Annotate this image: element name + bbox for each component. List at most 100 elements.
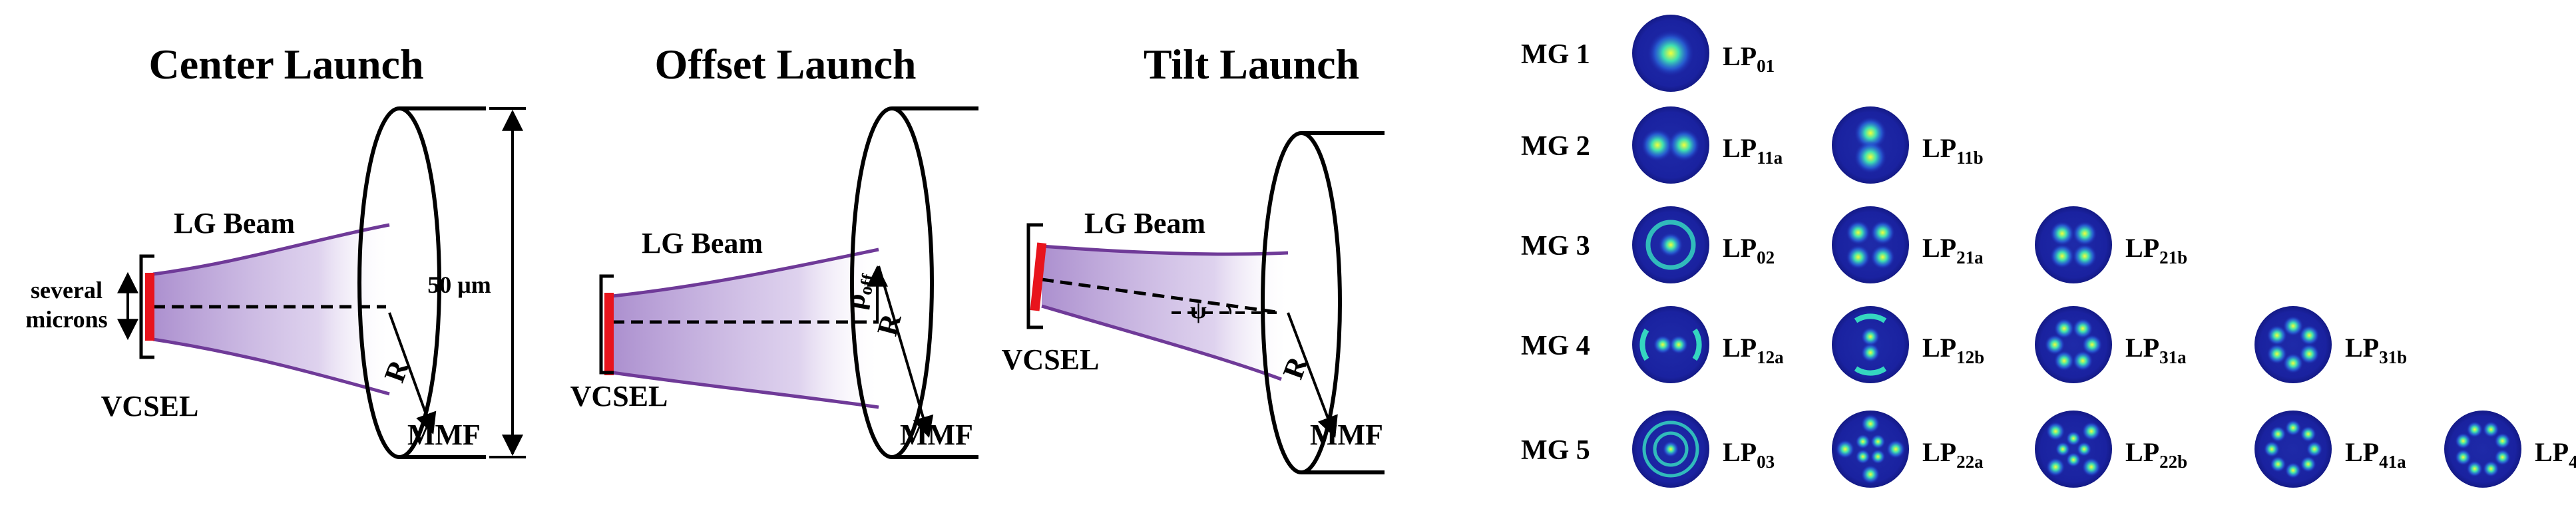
intensity-arc — [1639, 328, 1649, 361]
intensity-lobe — [1870, 245, 1895, 269]
mode-profile: LP22a — [1832, 411, 1984, 488]
mode-label: LP41a — [2345, 437, 2406, 472]
mode-label: LP12a — [1723, 333, 1784, 367]
intensity-arc — [1692, 328, 1702, 361]
intensity-lobe — [2299, 344, 2320, 364]
intensity-lobe — [1855, 449, 1870, 464]
vcsel-bracket — [139, 254, 154, 359]
intensity-lobe — [2483, 460, 2499, 477]
mmf-label: MMF — [900, 419, 973, 451]
mode-group-label: MG 3 — [1521, 231, 1590, 261]
intensity-lobe — [1861, 465, 1880, 484]
mmf-label: MMF — [407, 419, 481, 451]
beam-label: LG Beam — [174, 207, 295, 240]
mode-disk — [1832, 411, 1909, 488]
intensity-lobe — [2054, 351, 2074, 371]
mode-group-label: MG 4 — [1521, 331, 1590, 361]
beam-edge-bottom — [1041, 304, 1282, 381]
intensity-lobe — [2270, 426, 2286, 442]
mode-profile: LP41b — [2444, 411, 2576, 488]
mode-profile: LP21b — [2035, 206, 2187, 283]
mode-label: LP21b — [2125, 233, 2187, 267]
mode-label: LP01 — [1723, 41, 1775, 76]
intensity-lobe — [2285, 462, 2301, 478]
intensity-arc — [1854, 313, 1887, 323]
mode-disk — [1832, 206, 1909, 283]
beam-edge-bottom — [152, 337, 390, 396]
mode-label: LP12b — [1922, 333, 1984, 367]
mode-disk — [2035, 306, 2112, 383]
size-label-line2: microns — [25, 306, 107, 333]
radius-arrow — [877, 265, 934, 438]
intensity-ring — [1653, 431, 1689, 467]
intensity-lobe — [2466, 421, 2483, 438]
intensity-lobe — [2046, 422, 2065, 441]
vcsel-emitter — [145, 273, 154, 341]
intensity-lobe — [2055, 442, 2070, 456]
intensity-lobe — [2483, 421, 2499, 438]
mode-label: LP31b — [2345, 333, 2407, 367]
vcsel-bracket — [599, 274, 614, 375]
intensity-lobe — [1861, 415, 1880, 433]
mode-group-label: MG 2 — [1521, 131, 1590, 162]
beam-label: LG Beam — [1084, 207, 1205, 240]
tilt-angle-arc — [1227, 305, 1232, 315]
intensity-lobe — [2306, 441, 2322, 457]
intensity-lobe — [2455, 432, 2471, 449]
intensity-lobe — [1870, 449, 1886, 464]
beam-edge-top — [1041, 244, 1289, 256]
mode-profile: LP31a — [2035, 306, 2187, 383]
intensity-lobe — [2283, 316, 2303, 336]
mode-disk — [2254, 306, 2332, 383]
intensity-lobe — [2046, 457, 2065, 476]
mode-label: LP03 — [1723, 437, 1775, 472]
panel-title: Tilt Launch — [1144, 41, 1359, 88]
mode-group-label: MG 5 — [1521, 435, 1590, 466]
panel-title: Center Launch — [148, 41, 423, 88]
intensity-lobe — [2264, 441, 2280, 457]
mode-profile: LP03 — [1632, 411, 1775, 488]
mode-profile: LP01 — [1632, 15, 1775, 92]
beam-edge-top — [152, 223, 390, 276]
vcsel-bracket — [1026, 223, 1043, 329]
intensity-lobe — [2299, 325, 2320, 345]
mmf-label: MMF — [1310, 419, 1383, 451]
intensity-ring — [1645, 220, 1696, 270]
intensity-lobe — [2050, 244, 2075, 268]
intensity-lobe — [2494, 449, 2511, 466]
vcsel-label: VCSEL — [101, 390, 199, 422]
vcsel-label: VCSEL — [570, 380, 668, 413]
mode-profile: LP41a — [2254, 411, 2406, 488]
intensity-lobe — [1870, 434, 1886, 449]
intensity-lobe — [1653, 335, 1672, 354]
intensity-lobe — [2270, 456, 2286, 472]
intensity-arc — [1854, 366, 1887, 376]
intensity-lobe — [2082, 335, 2102, 355]
intensity-lobe — [1846, 245, 1870, 269]
intensity-lobe — [1854, 117, 1886, 149]
intensity-lobe — [2466, 460, 2483, 477]
beam-edge-bottom — [612, 371, 879, 409]
radius-label: R — [1277, 351, 1315, 383]
intensity-lobe — [2283, 353, 2303, 373]
mode-label: LP02 — [1723, 233, 1775, 267]
intensity-lobe — [1846, 220, 1870, 245]
panel-offset-launch: Offset Launch LG Beam VCSEL ρoff R MMF — [570, 41, 978, 459]
intensity-lobe — [1669, 335, 1688, 354]
intensity-lobe — [2077, 442, 2091, 456]
lg-beam-shape — [153, 225, 389, 394]
tilted-axis — [1041, 277, 1282, 315]
radius-arrow — [388, 312, 437, 435]
diameter-label: 50 μm — [427, 271, 491, 298]
mode-profile: LP11a — [1632, 106, 1783, 184]
mode-profile: LP22b — [2035, 411, 2187, 488]
intensity-lobe — [2072, 222, 2097, 246]
mode-disk — [2444, 411, 2521, 488]
intensity-lobe — [1836, 440, 1854, 458]
intensity-lobe — [2494, 432, 2511, 449]
intensity-lobe — [2066, 431, 2081, 446]
intensity-lobe — [1668, 129, 1700, 161]
vcsel-emitter — [1030, 242, 1047, 311]
